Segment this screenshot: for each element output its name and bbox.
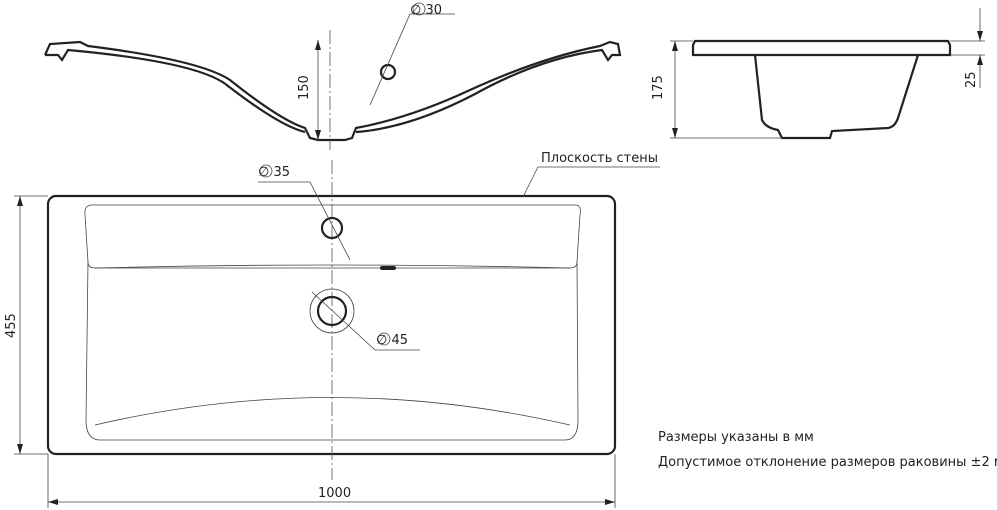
- diameter-icon: [259, 164, 273, 178]
- front-section-view: 150 ∅ 30: [43, 2, 622, 150]
- hole-top-label: ∅ 30: [410, 3, 442, 18]
- front-height-label: 150: [297, 75, 312, 100]
- side-view: 175 25: [651, 8, 985, 140]
- wall-plane-label: Плоскость стены: [541, 151, 658, 166]
- notes: Размеры указаны в мм Допустимое отклонен…: [658, 430, 997, 470]
- tap-hole-label: ∅ 35: [258, 165, 290, 180]
- note-tolerance: Допустимое отклонение размеров раковины …: [658, 455, 997, 470]
- rim-thickness-label: 25: [964, 71, 979, 88]
- diameter-icon: [412, 2, 426, 16]
- side-height-label: 175: [651, 75, 666, 100]
- drain-hole-label: ∅ 45: [376, 333, 408, 348]
- note-units: Размеры указаны в мм: [658, 430, 814, 445]
- width-label: 1000: [318, 486, 351, 501]
- depth-label: 455: [4, 313, 19, 338]
- diameter-icon: [377, 332, 391, 346]
- top-view: ∅ 35 ∅ 45 Плоскость стены 455 1000: [4, 151, 660, 508]
